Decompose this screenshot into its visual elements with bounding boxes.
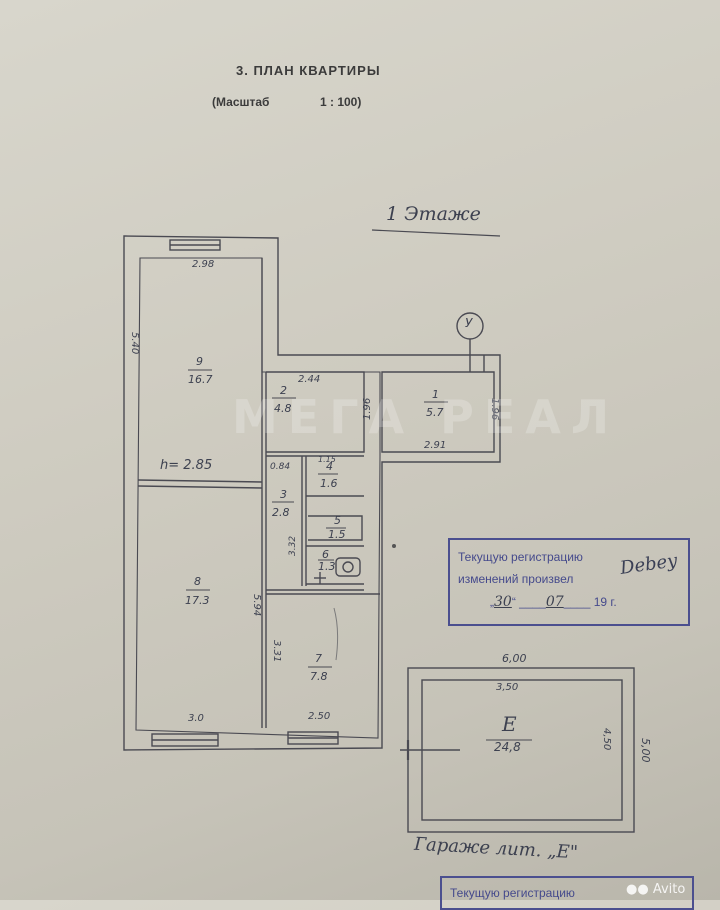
stamp-month: 07: [545, 594, 564, 610]
room-5-number: 5: [334, 514, 341, 527]
dim-room2-width: 2.44: [298, 374, 321, 385]
stamp-day: 30: [494, 594, 512, 610]
scale-value: 1 : 100): [320, 95, 362, 109]
room-3-number: 3: [280, 488, 287, 501]
dim-room1-width: 2.91: [424, 440, 447, 451]
room-7-area: 7.8: [310, 670, 328, 683]
room-1-number: 1: [432, 388, 439, 401]
room-6-number: 6: [322, 548, 329, 561]
room-5-area: 1.5: [328, 528, 346, 541]
floor-label: 1 Этаже: [386, 203, 481, 225]
stamp-year-suffix: г.: [610, 595, 617, 609]
dim-corridor: 0.84: [270, 462, 291, 472]
dim-bottom-right: 2.50: [308, 711, 331, 722]
dim-top-width: 2.98: [192, 259, 215, 270]
document-title: 3. ПЛАН КВАРТИРЫ: [236, 63, 381, 78]
garage-inner-width: 3,50: [496, 682, 519, 693]
room-8-area: 17.3: [185, 594, 210, 607]
garage-inner-height: 4,50: [601, 728, 612, 751]
avito-dots-icon: ●●: [626, 882, 649, 897]
room-2-number: 2: [280, 384, 287, 397]
ceiling-height: h= 2.85: [160, 458, 213, 473]
room-9-number: 9: [196, 355, 203, 368]
stamp-bottom-line-1: Текущую регистрацию: [450, 886, 575, 900]
room-8-number: 8: [194, 575, 201, 588]
garage-letter: Е: [502, 712, 517, 736]
stamp-line-1: Текущую регистрацию: [458, 550, 583, 564]
stamp-date-row: „30“ ____07____ 19 г.: [490, 594, 617, 610]
garage-outer-width: 6,00: [502, 652, 527, 665]
meter-marker: У: [465, 316, 473, 330]
room-9-area: 16.7: [188, 373, 213, 386]
stamp-year-prefix: 19: [593, 595, 608, 609]
room-1-area: 5.7: [426, 406, 444, 419]
avito-logo: ●● Avito: [626, 882, 686, 897]
dim-room8-height: 5.94: [251, 594, 262, 617]
dim-room7-height: 3.31: [271, 640, 282, 663]
scale-label: (Масштаб: [212, 95, 270, 109]
room-4-area: 1.6: [320, 477, 338, 490]
room-2-area: 4.8: [274, 402, 292, 415]
room-3-area: 2.8: [272, 506, 290, 519]
stamp-signature: Debey: [618, 550, 679, 579]
dim-bottom-left: 3.0: [188, 713, 204, 724]
watermark: МЕГА РЕАЛ: [232, 390, 620, 444]
garage-area: 24,8: [494, 740, 521, 754]
stamp-line-2: изменений произвел: [458, 572, 574, 586]
registration-stamp: Текущую регистрацию изменений произвел „…: [448, 538, 690, 626]
dim-room6-h: 3.32: [288, 535, 298, 556]
room-4-number: 4: [326, 460, 333, 473]
garage-outer-height: 5,00: [639, 738, 652, 763]
dim-room4-width: 1.15: [318, 455, 336, 464]
dim-left-height: 5.40: [129, 332, 140, 355]
room-6-area: 1.3: [318, 560, 336, 573]
room-7-number: 7: [315, 652, 322, 665]
